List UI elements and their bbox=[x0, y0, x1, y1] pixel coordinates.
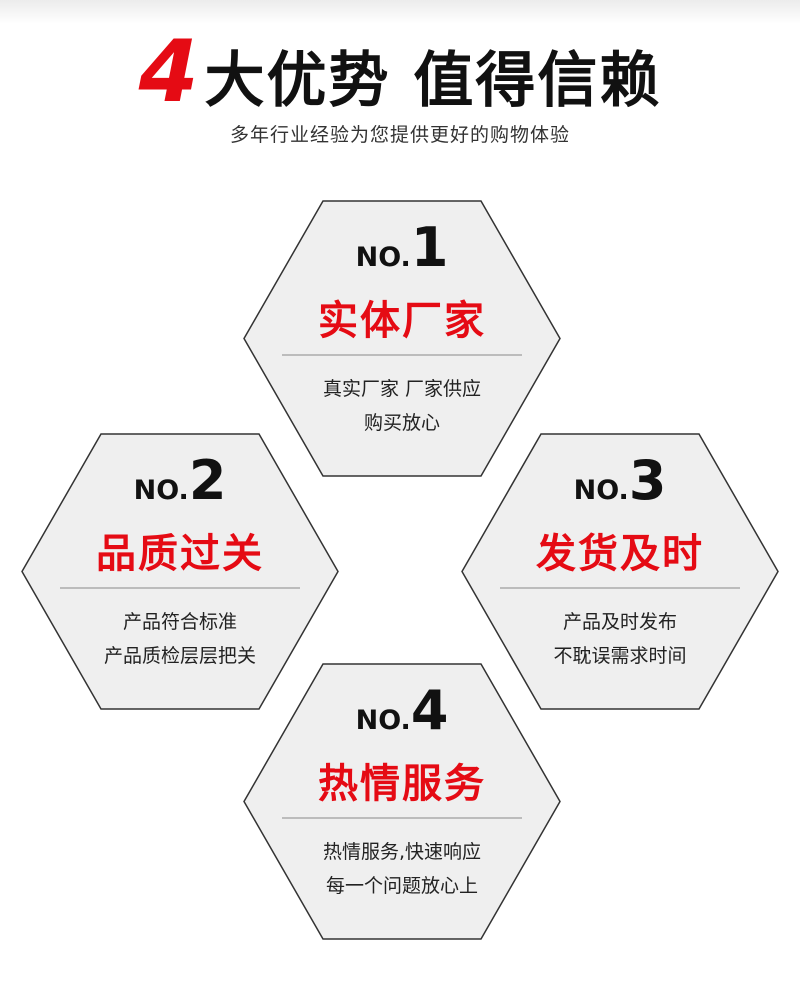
advantage-number: NO.3 bbox=[573, 449, 667, 512]
advantage-heading: 热情服务 bbox=[318, 761, 486, 807]
advantage-description: 真实厂家 厂家供应 购买放心 bbox=[322, 378, 482, 434]
page-subtitle: 多年行业经验为您提供更好的购物体验 bbox=[229, 124, 570, 146]
advantage-description: 热情服务,快速响应 每一个问题放心上 bbox=[322, 841, 482, 897]
advantage-description: 产品符合标准 产品质检层层把关 bbox=[103, 611, 256, 667]
advantage-heading: 品质过关 bbox=[96, 531, 264, 577]
advantage-description: 产品及时发布 不耽误需求时间 bbox=[553, 611, 687, 667]
advantage-number: NO.2 bbox=[133, 449, 227, 512]
advantage-number: NO.4 bbox=[355, 679, 449, 742]
title-number: 4 bbox=[138, 22, 199, 122]
advantage-card-3: NO.3 发货及时 产品及时发布 不耽误需求时间 bbox=[460, 433, 780, 710]
advantage-card-2: NO.2 品质过关 产品符合标准 产品质检层层把关 bbox=[20, 433, 340, 710]
hexagon-shape bbox=[461, 433, 779, 710]
hexagon-shape bbox=[243, 663, 561, 940]
hexagon-shape bbox=[243, 200, 561, 477]
hexagon-shape bbox=[21, 433, 339, 710]
advantage-card-1: NO.1 实体厂家 真实厂家 厂家供应 购买放心 bbox=[242, 200, 562, 477]
title-text: 大优势 值得信赖 bbox=[204, 46, 662, 116]
advantage-number: NO.1 bbox=[355, 216, 449, 279]
advantage-heading: 发货及时 bbox=[536, 531, 704, 577]
top-shadow bbox=[0, 0, 800, 24]
advantage-card-4: NO.4 热情服务 热情服务,快速响应 每一个问题放心上 bbox=[242, 663, 562, 940]
advantage-heading: 实体厂家 bbox=[318, 298, 486, 344]
